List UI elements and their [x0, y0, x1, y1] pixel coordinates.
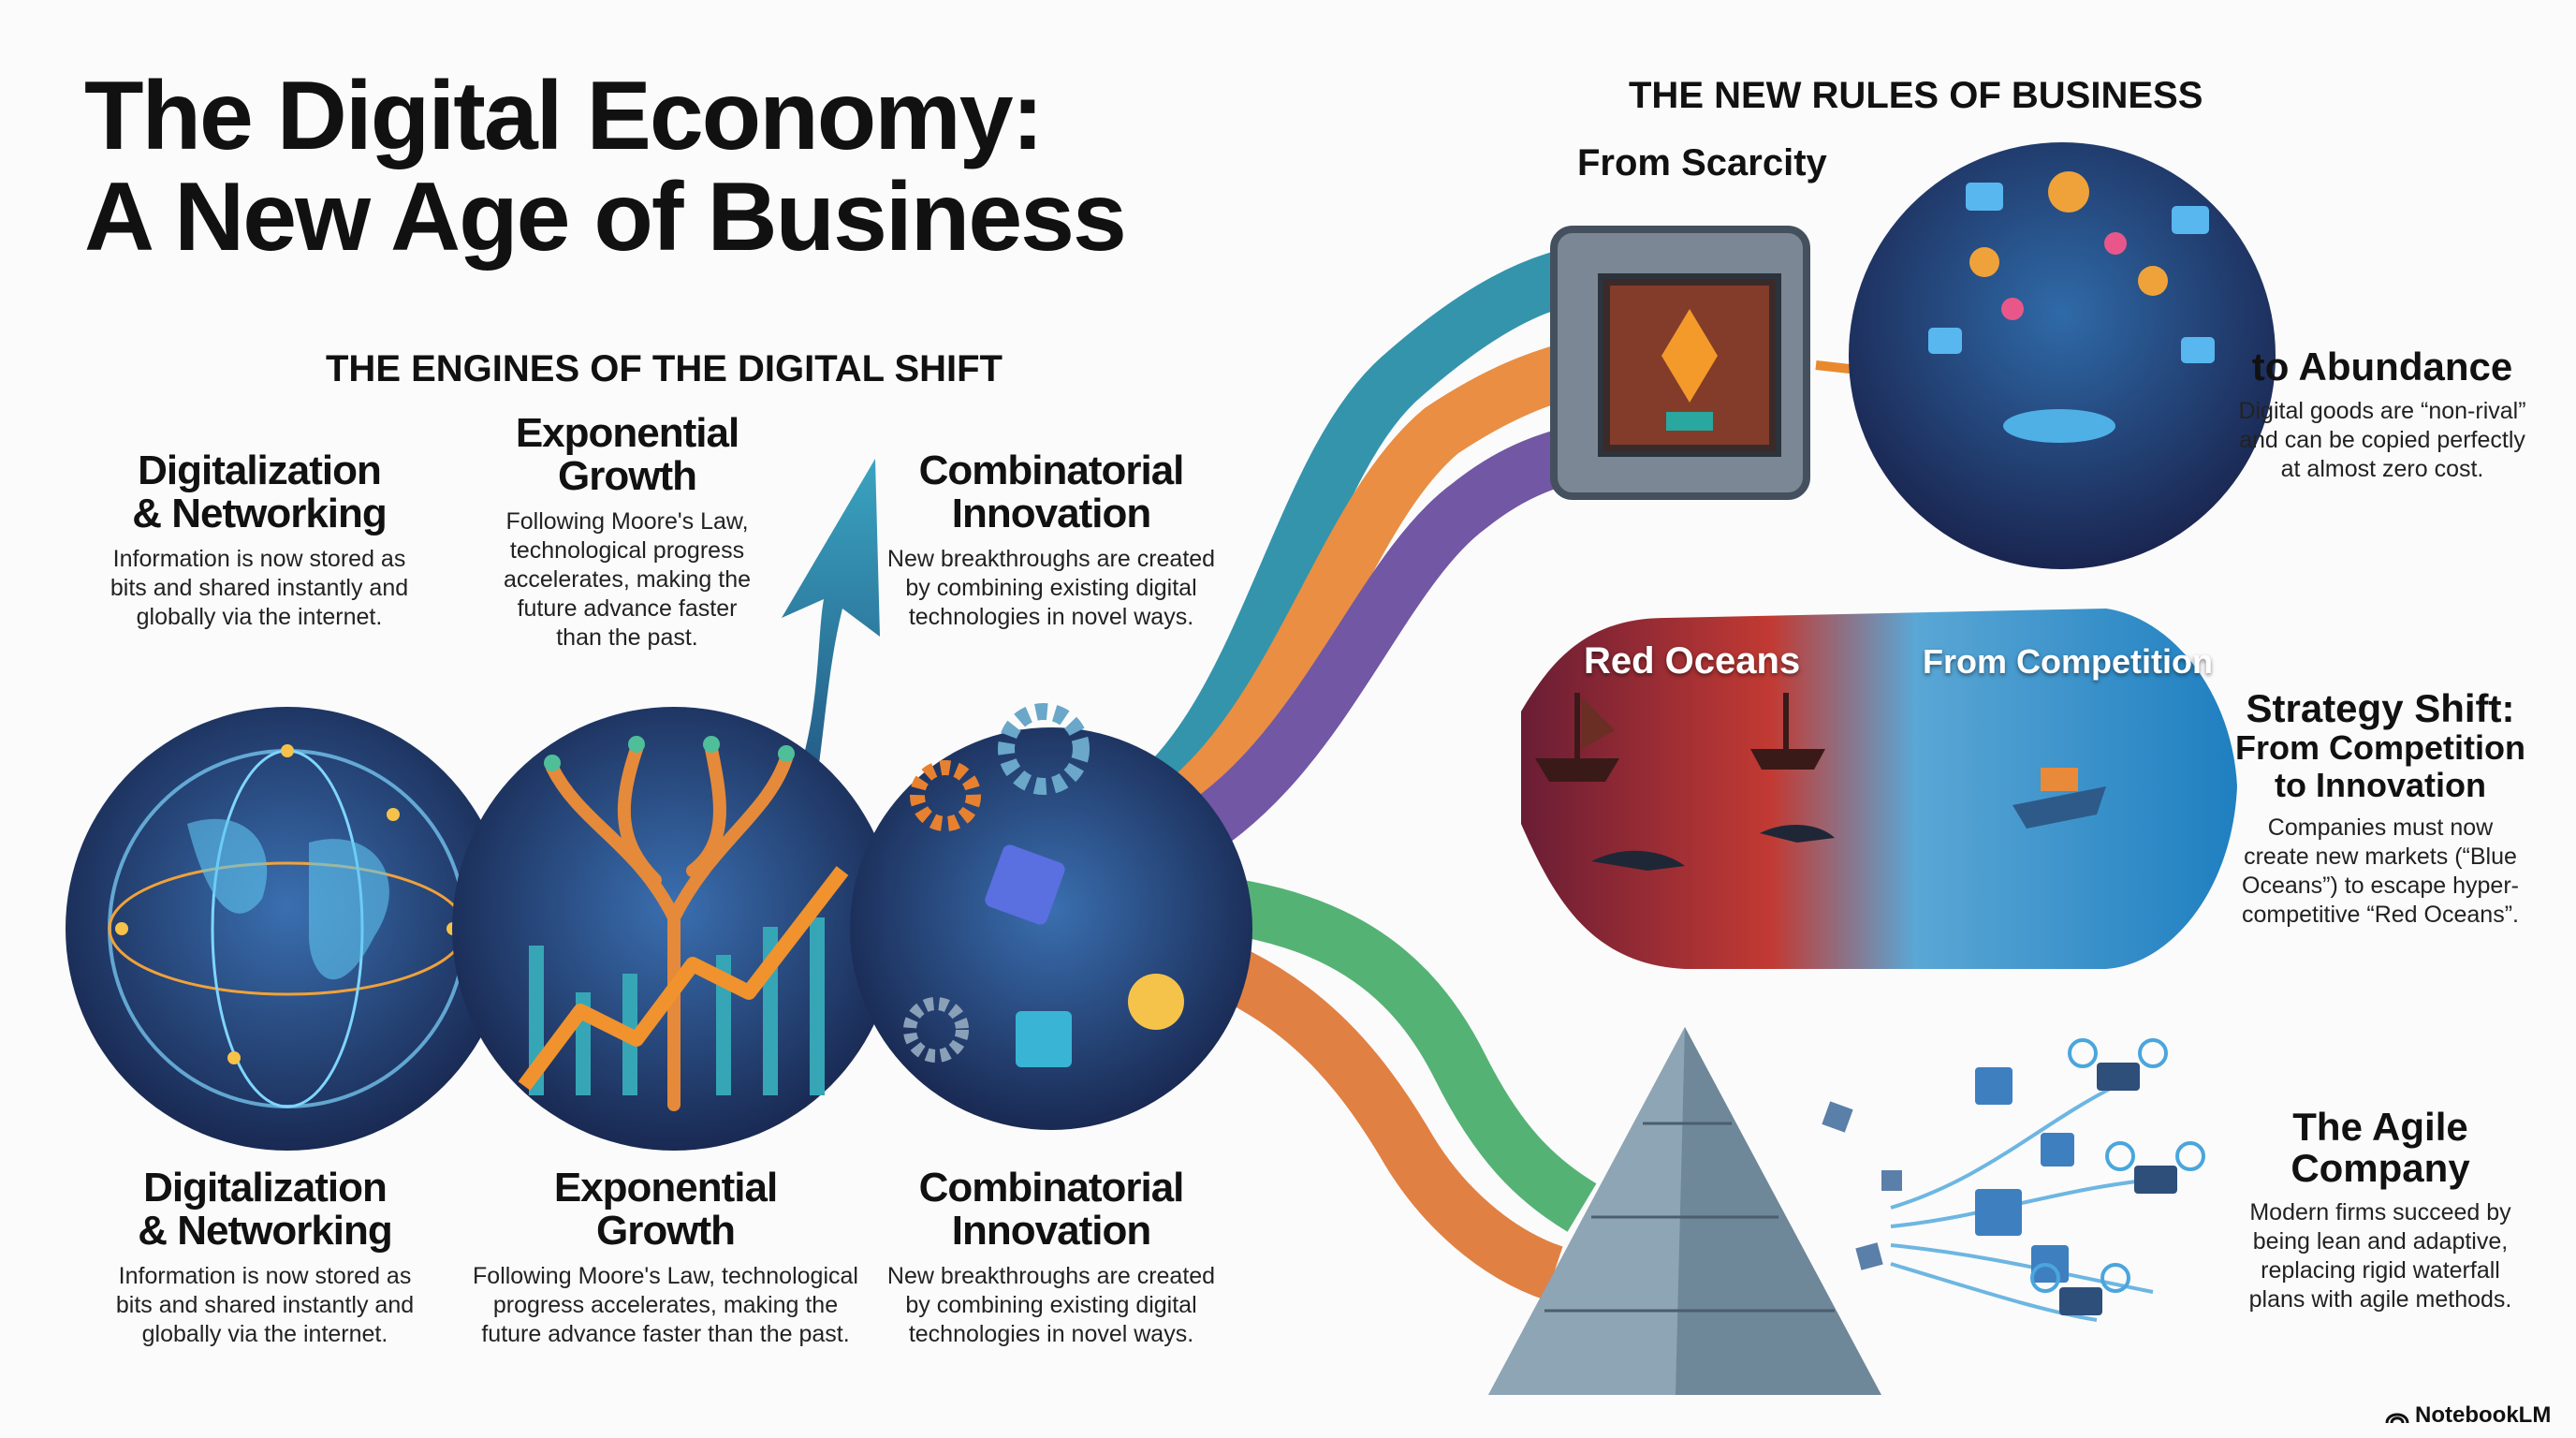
engines-heading: THE ENGINES OF THE DIGITAL SHIFT	[326, 348, 1003, 389]
pirate-ship-icon	[1750, 693, 1825, 770]
drone-icon	[2068, 1038, 2168, 1091]
notebooklm-logo-icon	[2385, 1413, 2409, 1424]
shark-icon	[1760, 824, 1835, 843]
engine-card-digitalization-bottom: Digitalization& Networking Information i…	[115, 1165, 415, 1348]
gem-icon	[1661, 309, 1718, 403]
tree-icon	[452, 707, 896, 1151]
ribbon-green	[1122, 871, 1597, 1232]
vault-icon	[1550, 226, 1810, 500]
chip-icon	[1016, 1011, 1072, 1067]
globe-icon	[66, 707, 509, 1151]
title-line-2: A New Age of Business	[84, 163, 1127, 271]
shark-icon	[1591, 850, 1685, 871]
red-oceans-label: Red Oceans	[1584, 640, 1801, 682]
flow-ribbons	[1100, 243, 1599, 1300]
page-title: The Digital Economy: A New Age of Busine…	[84, 62, 1127, 271]
rules-heading: THE NEW RULES OF BUSINESS	[1629, 75, 2203, 116]
gears-icon	[850, 703, 1252, 1130]
ribbon-teal	[1100, 243, 1597, 849]
ribbon-purple	[1123, 421, 1599, 888]
pirate-ship-icon	[1535, 693, 1619, 782]
growth-line	[518, 866, 849, 1091]
from-scarcity-label: From Scarcity	[1577, 142, 1827, 183]
ocean-scene	[1521, 609, 2237, 969]
pyramid-icon	[1488, 1027, 1902, 1395]
engine-card-digitalization-top: Digitalization& Networking Information i…	[110, 448, 409, 631]
title-line-1: The Digital Economy:	[84, 62, 1044, 170]
boat-icon	[2012, 768, 2106, 829]
growth-arrow-icon	[768, 459, 880, 843]
from-competition-label: From Competition	[1923, 642, 2213, 681]
ribbon-orange-top	[1111, 337, 1598, 869]
rule-abundance: to Abundance Digital goods are “non-riva…	[2238, 345, 2526, 483]
drone-icon	[2105, 1141, 2205, 1194]
lightbulb-icon	[1128, 974, 1184, 1030]
drone-icon	[2030, 1263, 2130, 1315]
notebooklm-logo: NotebookLM	[2385, 1402, 2551, 1429]
abundance-icon	[1849, 142, 2276, 569]
